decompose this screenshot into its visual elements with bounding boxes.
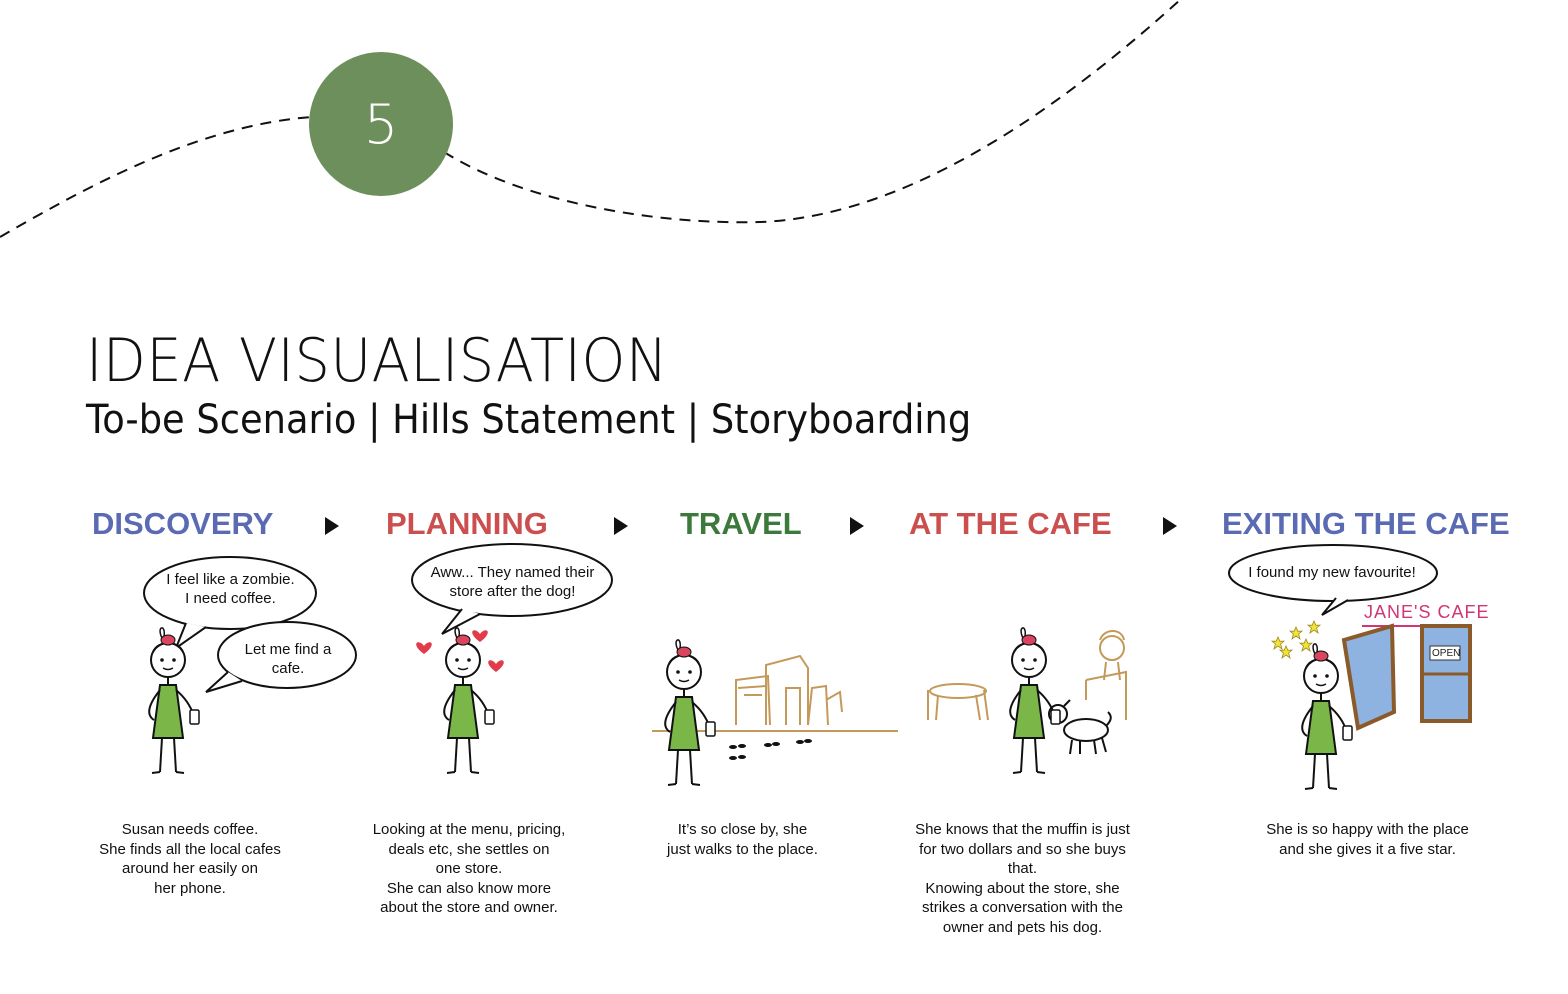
caption-discovery: Susan needs coffee. She finds all the lo… [99, 821, 281, 897]
planning-illustration [411, 543, 613, 774]
bubble-text-named-store: Aww... They named their store after the … [430, 564, 595, 600]
bubble-text-new-favourite: I found my new favourite! [1248, 564, 1416, 581]
stage-title-at-the-cafe: AT THE CAFE [909, 506, 1112, 541]
caption-exiting-the-cafe: She is so happy with the place and she g… [1266, 821, 1469, 858]
arrow-icon [850, 517, 864, 535]
arrow-icon [325, 517, 339, 535]
open-sign: OPEN [1432, 648, 1461, 659]
bubble-text-find-cafe: Let me find a cafe. [244, 641, 332, 677]
page-subtitle: To-be Scenario | Hills Statement | Story… [86, 397, 972, 443]
cafe-sign: JANE'S CAFE [1364, 602, 1490, 622]
page-title: IDEA VISUALISATION [86, 326, 669, 396]
caption-at-the-cafe: She knows that the muffin is just for tw… [915, 821, 1130, 936]
discovery-illustration [143, 556, 357, 774]
stage-title-exiting-the-cafe: EXITING THE CAFE [1222, 506, 1510, 541]
arrow-icon [614, 517, 628, 535]
step-number-badge: 5 [309, 52, 453, 196]
arrow-icon [1163, 517, 1177, 535]
step-number: 5 [363, 92, 399, 156]
stage-title-travel: TRAVEL [680, 506, 802, 541]
caption-planning: Looking at the menu, pricing, deals etc,… [372, 821, 566, 916]
exiting-the-cafe-illustration [1228, 544, 1472, 790]
stage-title-planning: PLANNING [386, 506, 548, 541]
caption-travel: It’s so close by, she just walks to the … [667, 821, 818, 858]
bubble-text-zombie: I feel like a zombie. I need coffee. [166, 571, 295, 607]
at-the-cafe-illustration [927, 626, 1127, 774]
travel-illustration [652, 638, 898, 786]
stage-title-discovery: DISCOVERY [92, 506, 274, 541]
